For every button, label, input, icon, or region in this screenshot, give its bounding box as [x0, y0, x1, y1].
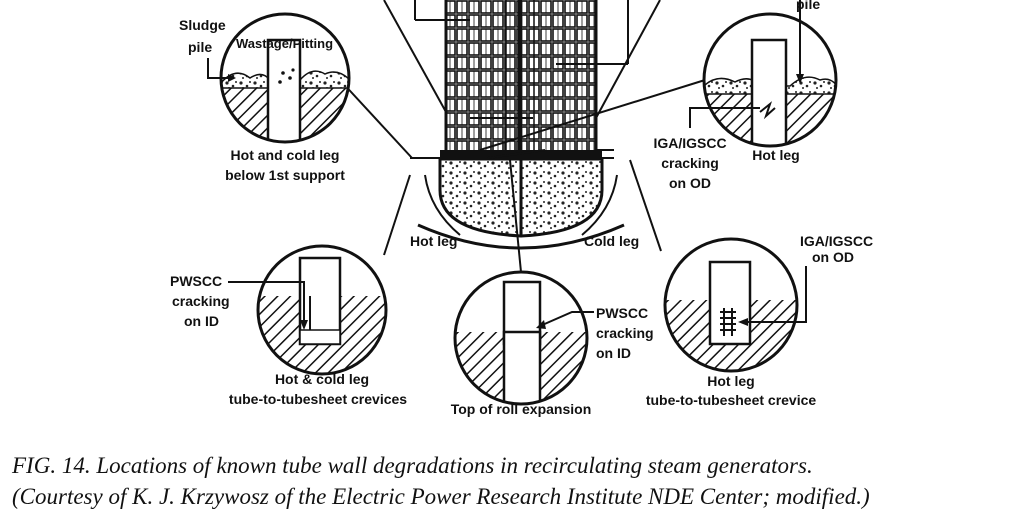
label-pile-top: pile	[796, 0, 820, 12]
label-iga-right-2: on OD	[812, 249, 854, 265]
label-pwscc-mid-1: PWSCC	[596, 305, 648, 321]
label-pwscc-mid-2: cracking	[596, 325, 654, 341]
caption-line-1: FIG. 14. Locations of known tube wall de…	[12, 453, 813, 478]
label-sludge-pile: pile	[188, 39, 212, 55]
label-top-roll: Top of roll expansion	[451, 401, 592, 417]
label-pwscc-left-3: on ID	[184, 313, 219, 329]
label-hot-leg-tts-1: Hot leg	[707, 373, 754, 389]
label-wastage: Wastage/Pitting	[236, 36, 333, 51]
label-hot-cold-tts-1: Hot & cold leg	[275, 371, 369, 387]
detail-roll-expansion	[453, 270, 594, 406]
label-sludge: Sludge	[179, 17, 226, 33]
leader-lines	[339, 0, 706, 273]
label-hot-leg-tts-2: tube-to-tubesheet crevice	[646, 392, 817, 408]
steam-generator-vessel	[417, 0, 625, 250]
label-iga-right-1: IGA/IGSCC	[800, 233, 873, 249]
degradation-diagram: Sludge pile Wastage/Pitting Hot and cold…	[170, 0, 873, 417]
label-hot-cold-tts-2: tube-to-tubesheet crevices	[229, 391, 407, 407]
label-iga-mid-1: IGA/IGSCC	[653, 135, 726, 151]
label-hot-leg-center: Hot leg	[410, 233, 457, 249]
label-hot-cold-below-2: below 1st support	[225, 167, 345, 183]
label-hot-cold-below-1: Hot and cold leg	[231, 147, 340, 163]
label-hot-leg-upper: Hot leg	[752, 147, 799, 163]
label-iga-mid-3: on OD	[669, 175, 711, 191]
detail-hot-leg-tts	[663, 237, 807, 373]
figure-caption: FIG. 14. Locations of known tube wall de…	[12, 450, 1016, 512]
caption-line-2: (Courtesy of K. J. Krzywosz of the Elect…	[12, 484, 870, 509]
label-pwscc-left-2: cracking	[172, 293, 230, 309]
label-iga-mid-2: cracking	[661, 155, 719, 171]
label-cold-leg-center: Cold leg	[584, 233, 639, 249]
label-pwscc-left-1: PWSCC	[170, 273, 222, 289]
label-pwscc-mid-3: on ID	[596, 345, 631, 361]
detail-hot-cold-tts	[228, 244, 388, 376]
